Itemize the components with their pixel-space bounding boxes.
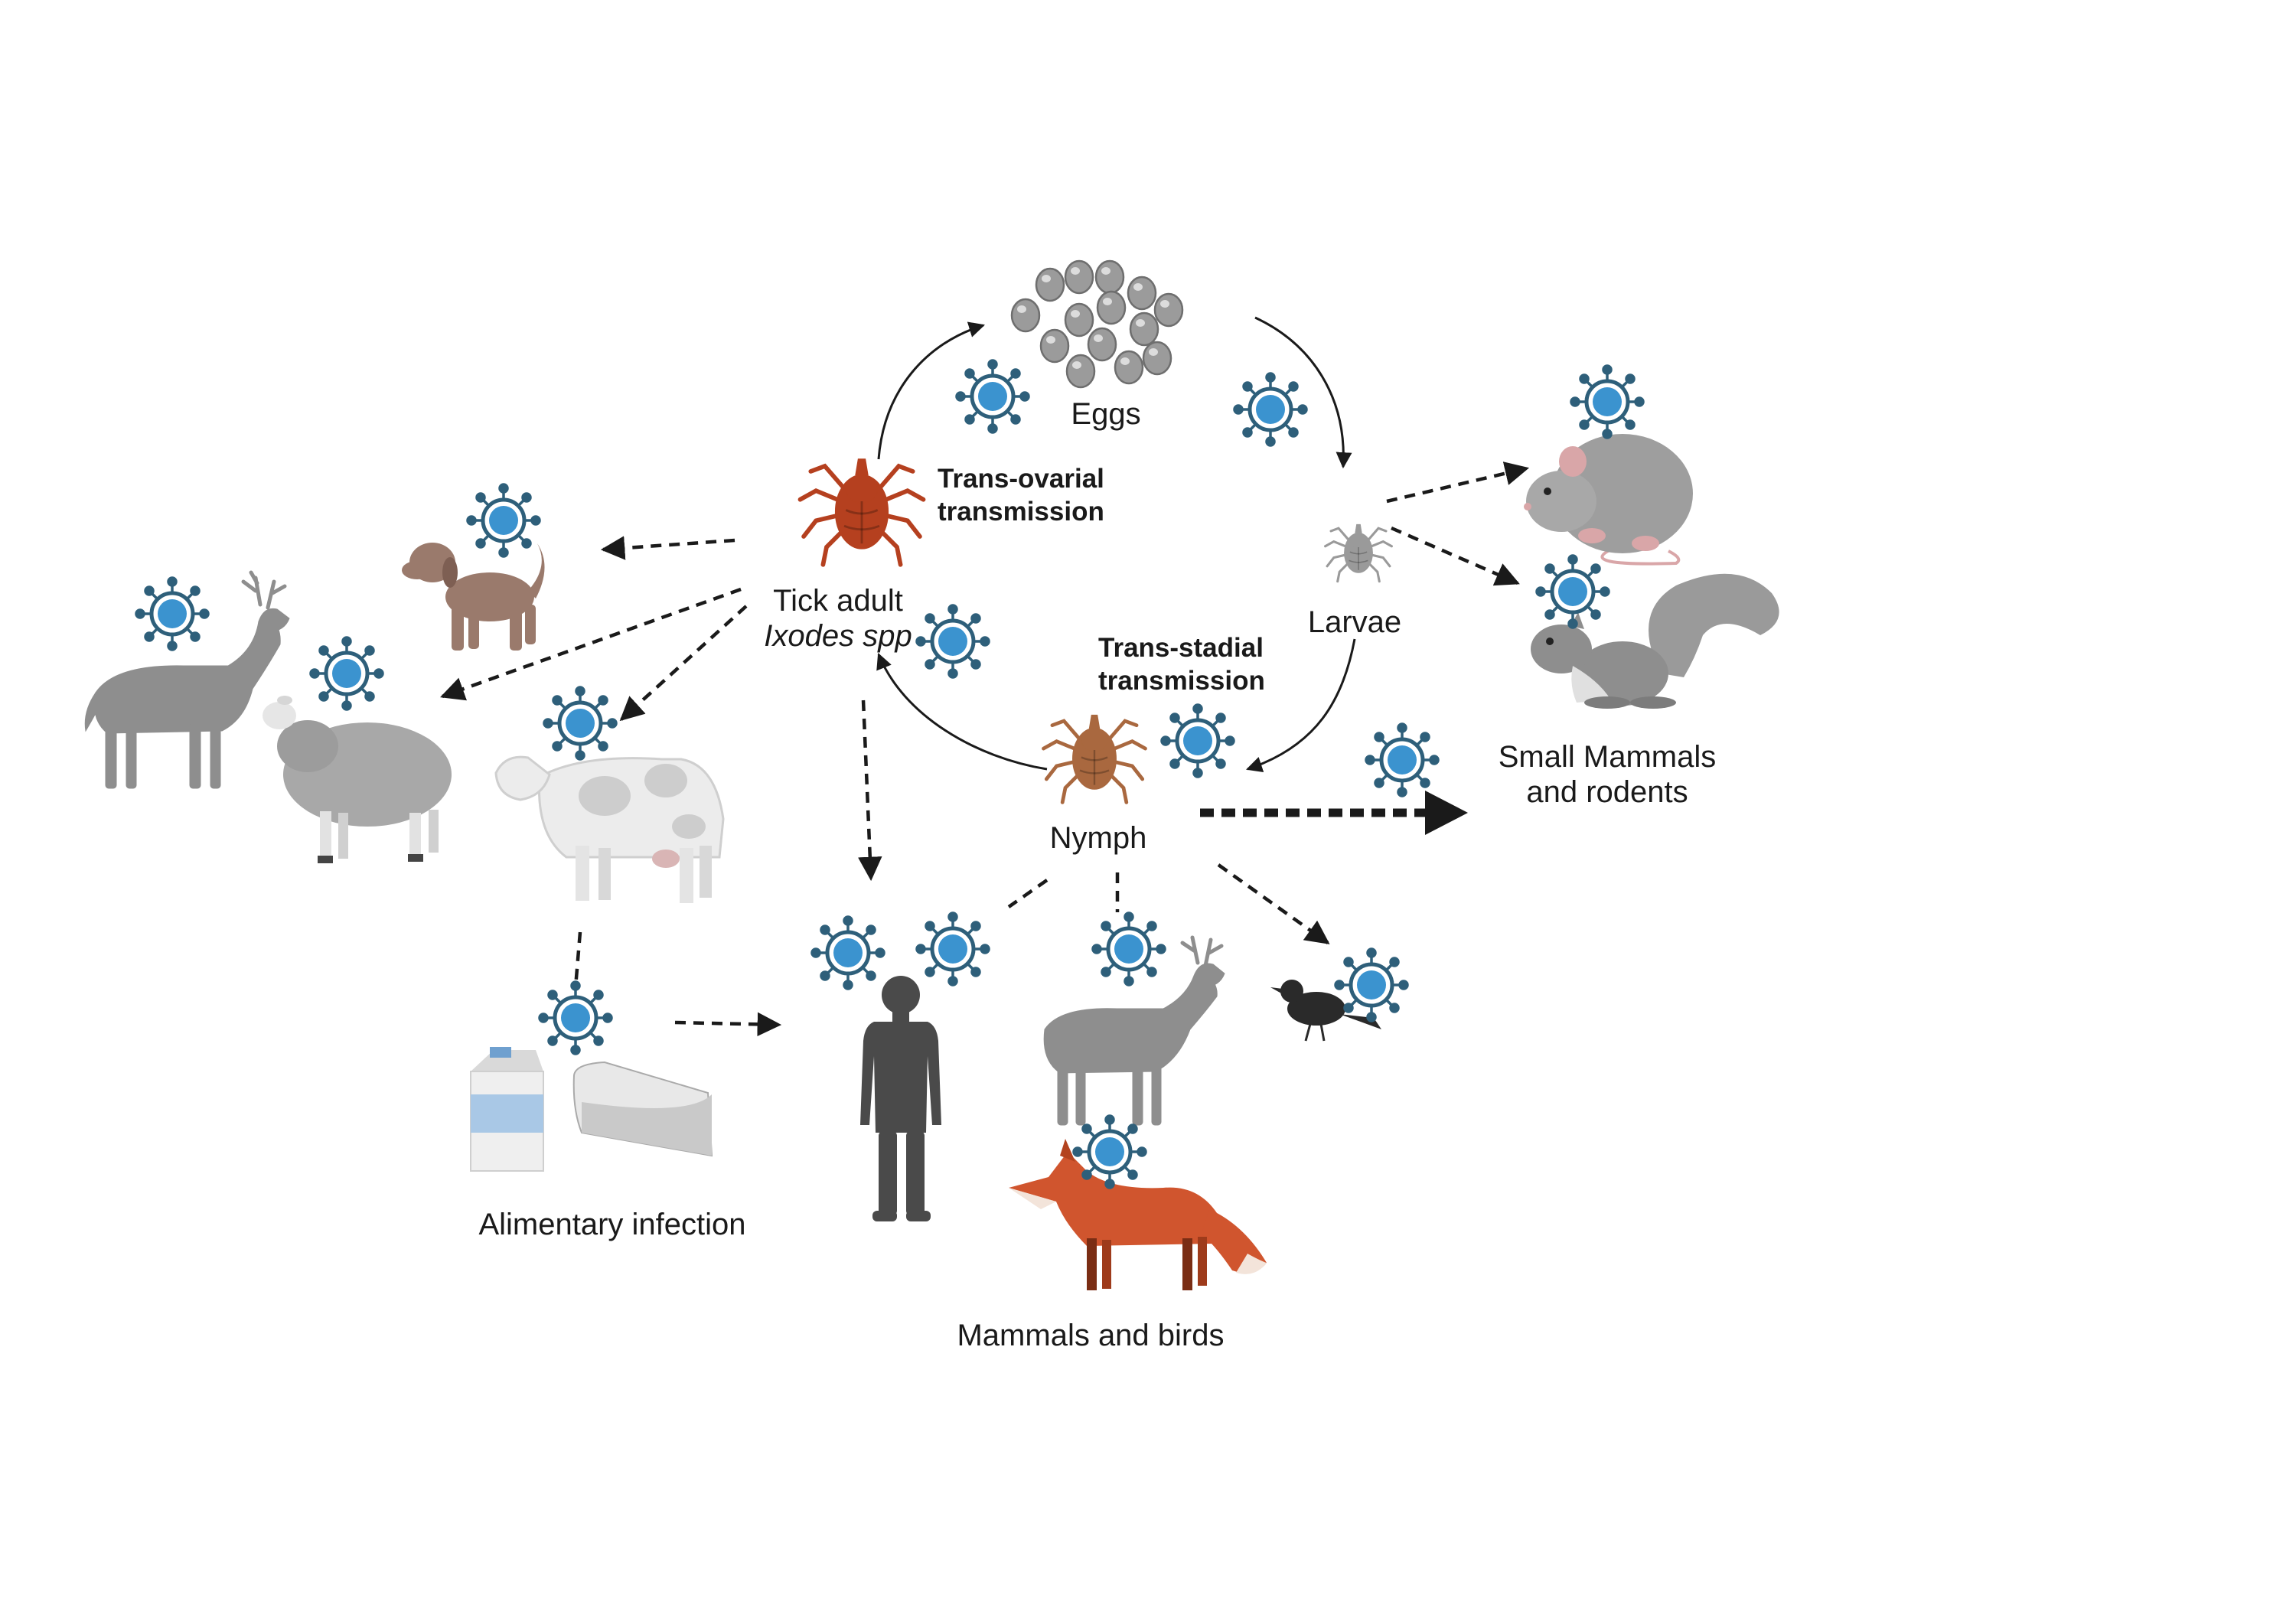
larva-icon — [1324, 523, 1393, 583]
virus-icon — [957, 360, 1029, 432]
milk-carton-icon — [470, 1047, 544, 1172]
virus-icon — [544, 687, 616, 759]
label-trans-ovarial-2: transmission — [938, 497, 1104, 527]
arrow-food-to-human — [674, 1012, 782, 1037]
arrow-adult-to-dog — [600, 536, 735, 560]
label-larvae: Larvae — [1307, 605, 1402, 639]
virus-icon — [1074, 1116, 1146, 1188]
deer-icon — [84, 570, 290, 789]
eggs-icon — [1010, 259, 1184, 389]
virus-icon — [1162, 705, 1234, 777]
cow-icon — [494, 755, 725, 903]
sheep-icon — [263, 696, 452, 863]
arrow-larvae-to-squirrel — [1391, 526, 1520, 586]
virus-icon — [812, 917, 884, 989]
arrow-adult-to-cow — [619, 605, 748, 722]
label-nymph: Nymph — [1049, 821, 1147, 855]
virus-icon — [1571, 366, 1643, 438]
tick-adult-icon — [801, 459, 924, 565]
virus-icon — [1234, 373, 1306, 445]
label-tick-adult: Tick adult — [773, 584, 903, 618]
fox-icon — [1009, 1139, 1267, 1290]
arrow-nymph-to-small-mammals-head — [1425, 791, 1468, 835]
arrow-nymph-to-adult — [876, 653, 1048, 771]
virus-icon — [1093, 913, 1165, 985]
arrow-adult-to-eggs — [877, 321, 986, 460]
label-mammals-and-birds: Mammals and birds — [957, 1319, 1225, 1352]
arrow-eggs-to-larvae — [1254, 316, 1352, 469]
label-trans-ovarial-1: Trans-ovarial — [938, 464, 1104, 494]
arrow-adult-to-human — [858, 700, 882, 882]
cheese-icon — [572, 1061, 713, 1157]
mouse-icon — [1524, 434, 1693, 566]
label-small-mammals-2: and rodents — [1526, 775, 1688, 809]
deer-small-icon — [1043, 935, 1225, 1126]
virus-icon — [917, 913, 989, 985]
virus-icon — [468, 484, 540, 556]
human-icon — [860, 976, 941, 1221]
link-nymph-to-human — [1007, 879, 1049, 908]
arrow-adult-to-sheep — [440, 587, 742, 701]
virus-icon — [136, 578, 208, 650]
virus-icon — [1336, 949, 1407, 1021]
label-tick-species: Ixodes spp — [764, 619, 912, 653]
squirrel-icon — [1531, 573, 1779, 709]
nymph-icon — [1044, 715, 1146, 802]
virus-icon — [540, 982, 612, 1054]
label-eggs: Eggs — [1071, 397, 1141, 431]
arrow-larvae-to-nymph — [1246, 638, 1356, 772]
arrow-nymph-to-bird — [1217, 863, 1330, 944]
virus-icon — [1537, 556, 1609, 628]
arrow-larvae-to-mouse — [1386, 461, 1530, 504]
virus-icon — [1366, 724, 1438, 796]
label-trans-stadial-2: transmission — [1098, 666, 1265, 696]
label-trans-stadial-1: Trans-stadial — [1098, 633, 1264, 663]
label-small-mammals-1: Small Mammals — [1498, 740, 1717, 774]
arrow-cow-to-food — [573, 931, 582, 988]
label-alimentary-infection: Alimentary infection — [478, 1208, 746, 1241]
virus-icon — [311, 638, 383, 709]
dog-icon — [402, 543, 545, 651]
